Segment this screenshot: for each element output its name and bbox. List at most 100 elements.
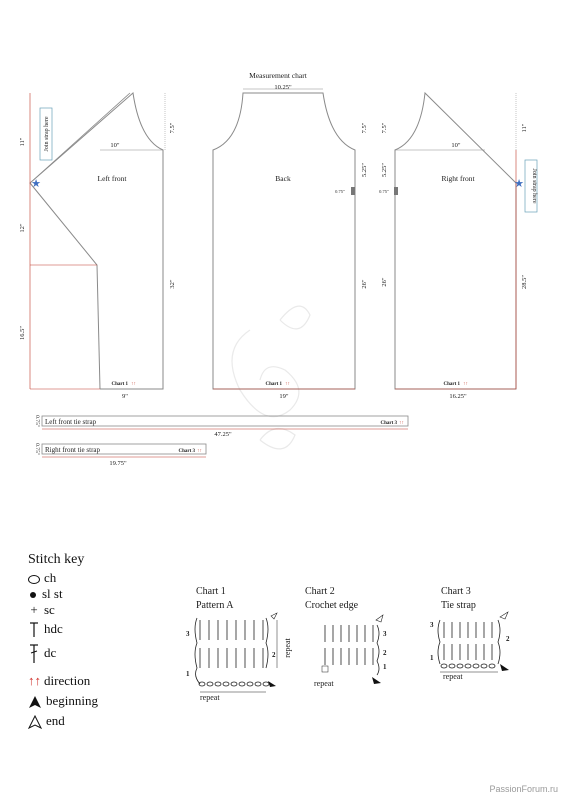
diagram-title: Measurement chart [249, 71, 308, 80]
right-tie-strap-width: 0.75" [34, 443, 40, 455]
direction-arrows-icon: ↑↑ [197, 449, 202, 454]
half-double-crochet-icon [30, 622, 38, 638]
chart-1-chain-row [198, 681, 270, 687]
back-gap-left-dim: 0.75" [335, 189, 345, 194]
left-tie-strap-width: 0.75" [34, 415, 40, 427]
right-tie-strap [41, 443, 207, 458]
stitch-key-title: Stitch key [28, 552, 85, 567]
right-star-icon: ★ [514, 178, 524, 190]
back-armhole-dim: 5.25" [361, 163, 368, 177]
chart-1-row-3-num: 3 [186, 630, 190, 638]
left-tie-strap-label: Left front tie strap [45, 418, 97, 426]
right-front-side-dim: 26" [381, 277, 388, 287]
chart-3-row-3-num: 3 [430, 621, 434, 629]
chart-1-row-2 [199, 648, 264, 668]
end-arrow-icon [499, 611, 509, 620]
left-tie-strap [41, 415, 409, 430]
chart-3-row-3 [443, 622, 493, 638]
chart-1-title: Chart 1 [196, 586, 226, 597]
chart-3-repeat-label: repeat [443, 672, 463, 681]
chart-1-subtitle: Pattern A [196, 600, 234, 611]
right-front-piece [394, 91, 517, 390]
stitch-key-item: dc [28, 644, 56, 664]
stitch-key-label: dc [44, 644, 57, 660]
right-front-shoulder-dim: 7.5" [381, 122, 388, 133]
back-shoulder-dim: 7.5" [361, 122, 368, 133]
double-crochet-icon [30, 644, 38, 663]
left-front-mid-dim: 12" [19, 223, 26, 233]
right-front-upper-dim: 11" [521, 123, 528, 132]
direction-arrows-icon: ↑↑ [131, 382, 136, 387]
left-front-shoulder-dim: 7.5" [169, 122, 176, 133]
beginning-arrow-icon [372, 677, 381, 684]
stitch-key-label: sl st [42, 586, 63, 601]
stitch-key-item: ch [28, 570, 56, 586]
chart-3-row-2-num: 2 [506, 635, 510, 643]
stitch-key-label: sc [44, 602, 55, 617]
back-chart-tag: Chart 1 [265, 382, 282, 387]
end-arrow-icon [270, 612, 278, 620]
back-gap-right-dim: 0.75" [379, 189, 389, 194]
left-front-label: Left front [98, 174, 128, 183]
direction-arrows-icon: ↑↑ [28, 673, 41, 688]
chart-3-chain-row [440, 663, 496, 669]
end-arrow-icon [27, 714, 43, 730]
left-front-upper-dim: 11" [19, 137, 26, 146]
stitch-key-label: direction [44, 673, 91, 688]
left-join-strap-box: Join strap here [39, 107, 53, 161]
stitch-key-item: + sc [28, 602, 55, 618]
stitch-key-item: hdc [28, 621, 63, 638]
back-side-dim: 26" [361, 279, 368, 289]
chart-2-subtitle: Crochet edge [305, 600, 359, 611]
right-tie-strap-length: 19.75" [109, 460, 127, 467]
stitch-key-item: sl st [28, 586, 63, 602]
beginning-arrow-icon [500, 664, 509, 671]
stitch-key-label: hdc [44, 621, 63, 636]
chart-3-subtitle: Tie strap [441, 600, 476, 611]
left-front-piece [29, 92, 166, 390]
chart-2-row-2-num: 2 [383, 649, 387, 657]
right-join-strap-box: Join strap here [524, 159, 538, 213]
back-label: Back [275, 174, 291, 183]
direction-arrows-icon: ↑↑ [285, 382, 290, 387]
stitch-key-item: beginning [28, 693, 98, 709]
chart-2-row-3-num: 3 [383, 630, 387, 638]
chart-2-repeat-label: repeat [314, 679, 334, 688]
left-front-lower-dim: 16.5" [19, 326, 26, 340]
chart-2-row-3 [324, 625, 374, 642]
right-front-armhole-dim: 5.25" [381, 163, 388, 177]
back-top-dim: 10.25" [274, 84, 292, 91]
watermark-text: PassionForum.ru [489, 784, 558, 794]
stitch-key-label: ch [44, 570, 57, 585]
chart-1-row-3 [199, 620, 264, 640]
single-crochet-icon: + [30, 602, 38, 617]
chart-1-side-repeat-label: repeat [283, 637, 292, 657]
right-front-chart-tag: Chart 1 [443, 382, 460, 387]
right-front-label: Right front [441, 174, 475, 183]
watermark-logo [231, 305, 311, 450]
right-front-long-side-dim: 28.5" [521, 275, 528, 289]
chart-1-diagram [194, 617, 278, 693]
left-tie-strap-chart-tag: Chart 3 [380, 421, 397, 426]
left-tie-strap-length: 47.25" [214, 431, 232, 438]
chart-1-repeat-label: repeat [200, 693, 220, 702]
stitch-key-label: beginning [46, 693, 98, 708]
stitch-key-item: ↑↑direction [28, 673, 90, 689]
beginning-arrow-icon [29, 696, 41, 709]
beginning-arrow-icon [268, 681, 276, 687]
stitch-key-label: end [46, 713, 65, 728]
left-star-icon: ★ [31, 178, 41, 190]
end-arrow-icon [375, 614, 384, 623]
right-front-bottom-dim: 16.25" [449, 393, 467, 400]
back-bottom-dim: 19" [279, 393, 289, 400]
right-join-strap-label: Join strap here [531, 169, 537, 204]
chart-3-row-1-num: 1 [430, 654, 434, 662]
chart-3-row-2 [443, 644, 493, 660]
right-front-top-dim: 10" [451, 142, 461, 149]
chart-3-diagram [437, 619, 501, 673]
chart-1-row-2-num: 2 [272, 651, 276, 659]
chart-2-diagram [321, 624, 380, 676]
chart-1-row-1-num: 1 [186, 670, 190, 678]
left-front-side-dim: 32" [169, 279, 176, 289]
